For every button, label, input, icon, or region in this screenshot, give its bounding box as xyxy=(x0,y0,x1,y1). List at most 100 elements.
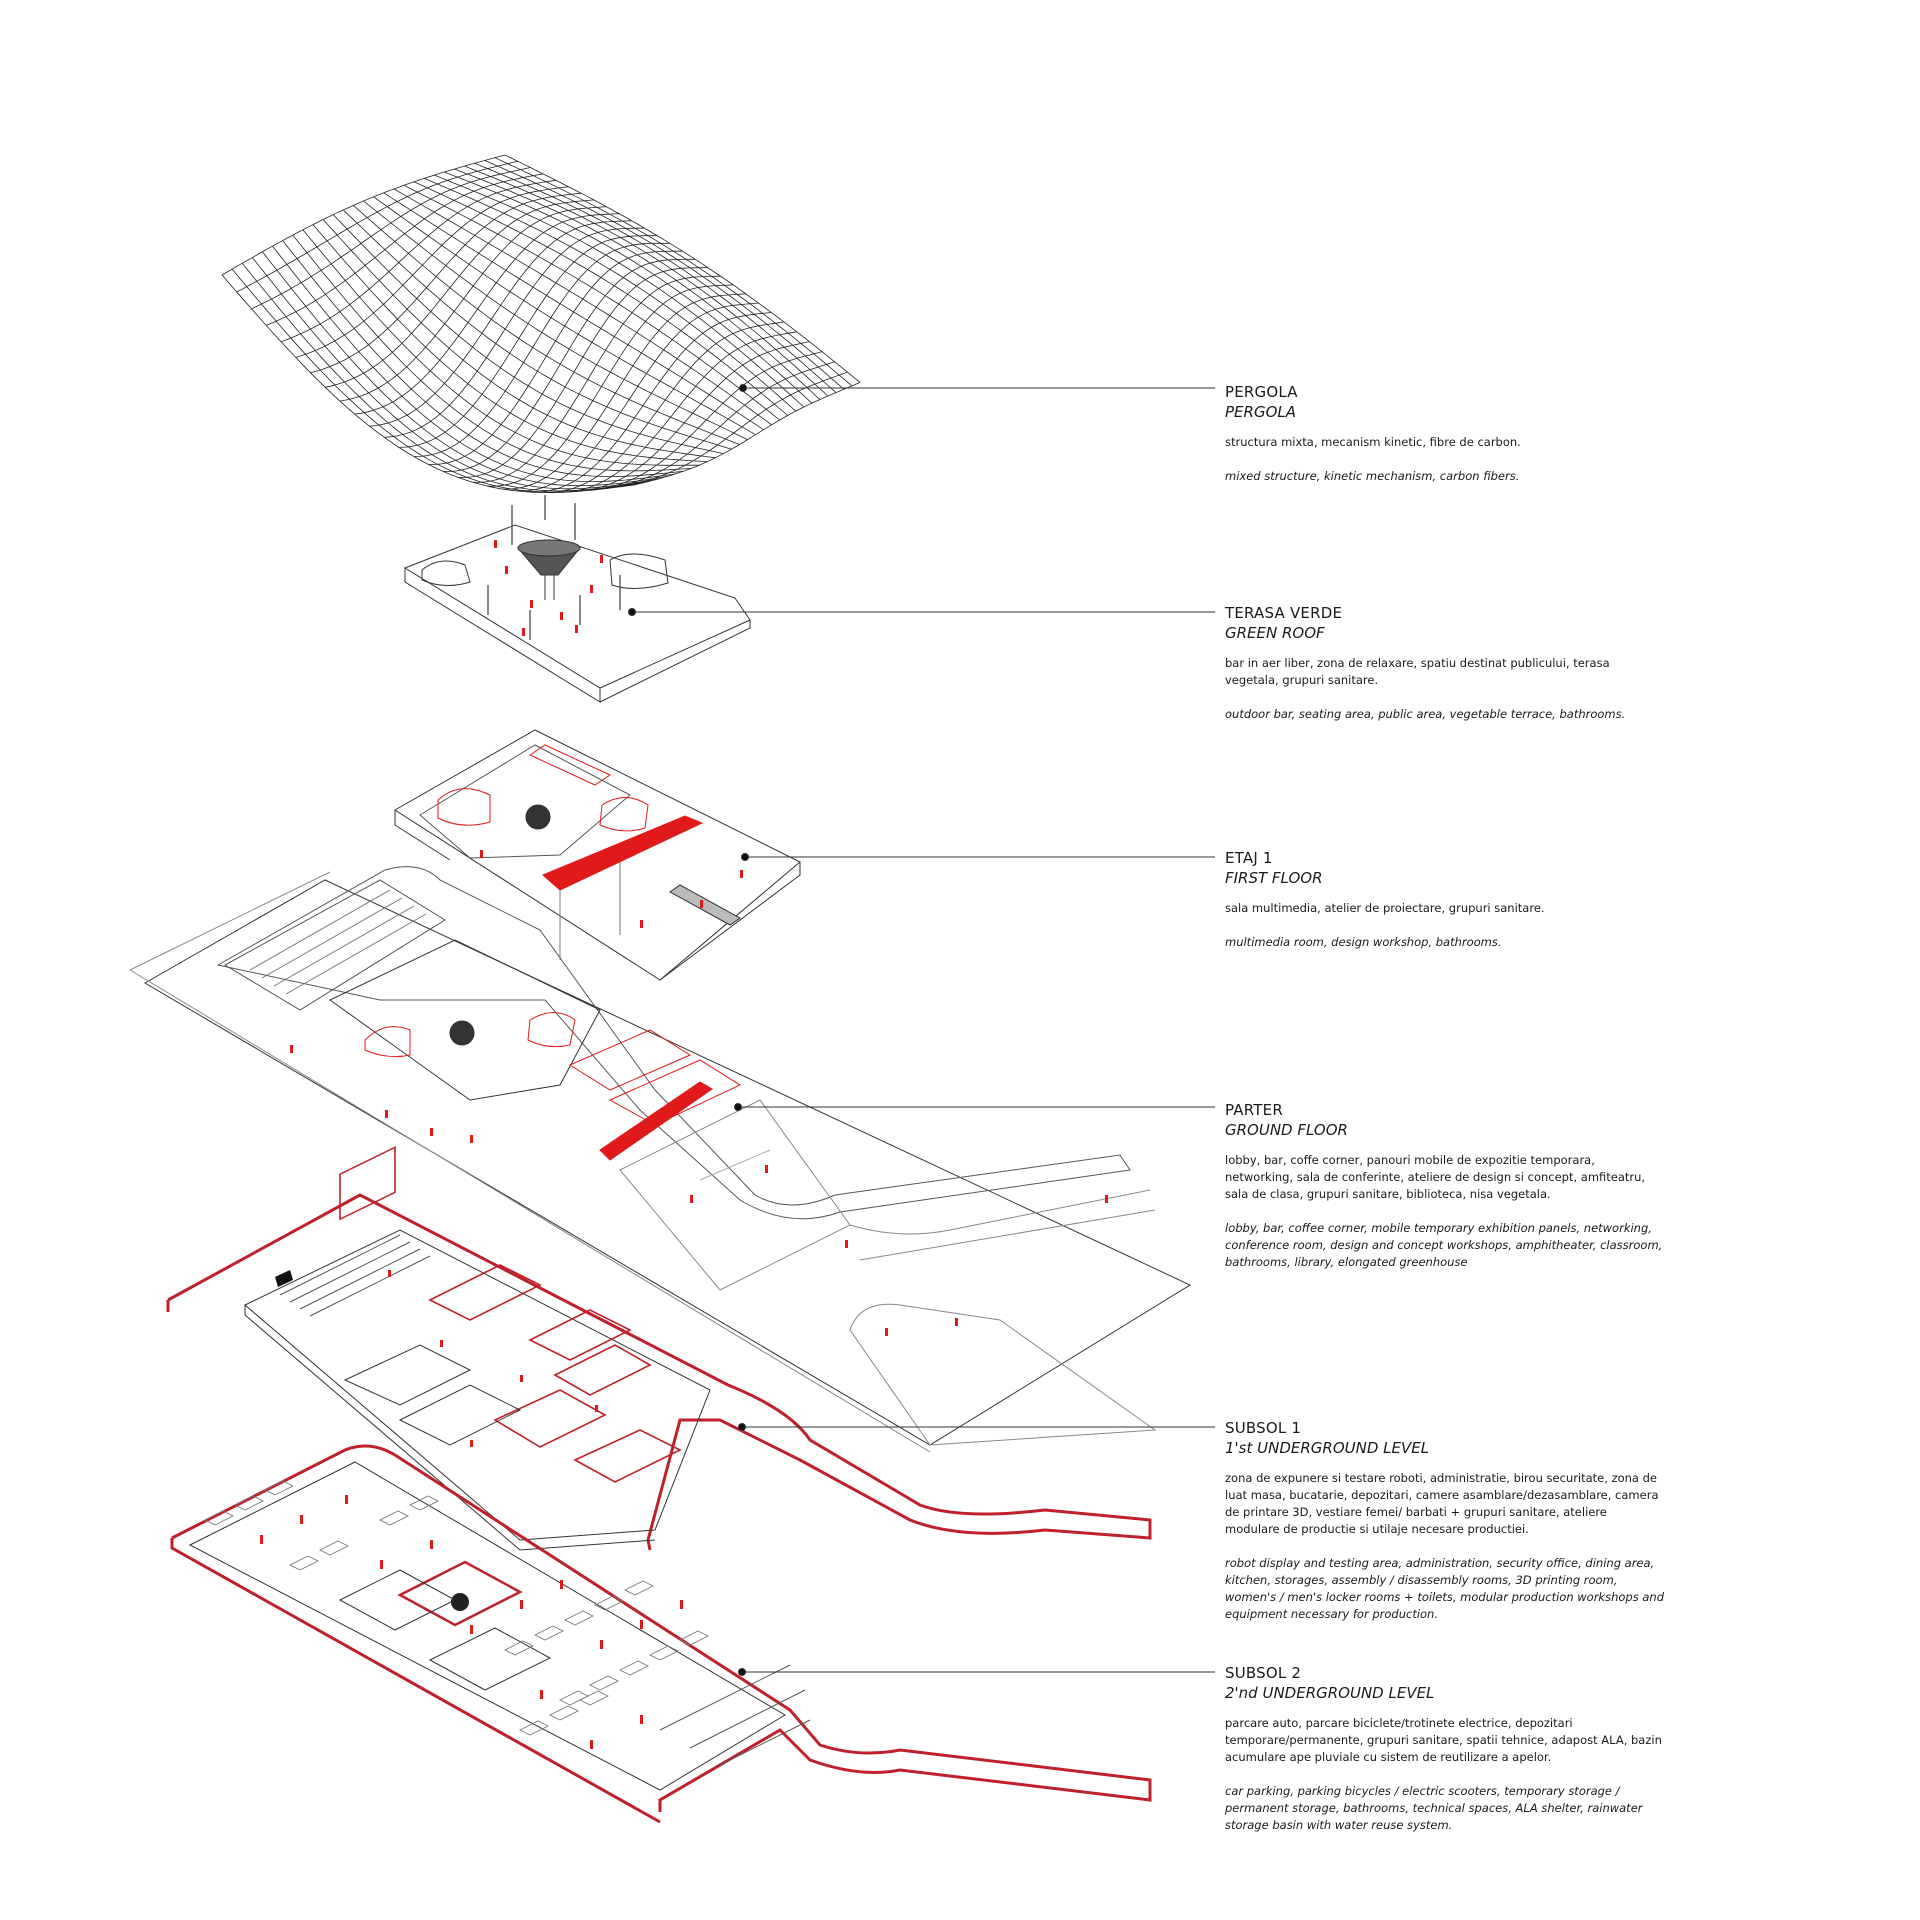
level-desc-en: car parking, parking bicycles / electric… xyxy=(1225,1784,1643,1832)
column-pillar xyxy=(260,1535,263,1544)
pergola-grid-line xyxy=(590,351,823,491)
level-desc-ro: structura mixta, mecanism kinetic, fibre… xyxy=(1225,435,1521,449)
parked-car xyxy=(533,1625,565,1641)
column-pillar xyxy=(345,1495,348,1504)
green-roof-level xyxy=(403,495,751,703)
level-title-en: PERGOLA xyxy=(1225,403,1296,421)
pergola-grid-line xyxy=(393,188,772,426)
label-ground-floor: PARTER GROUND FLOOR lobby, bar, coffe co… xyxy=(1225,1100,1665,1271)
pergola-grid-line xyxy=(502,293,746,490)
column-pillar xyxy=(300,1515,303,1524)
pergola-grid-line xyxy=(403,184,780,421)
leader-line-green-roof xyxy=(628,608,1215,616)
column-pillar xyxy=(600,1640,603,1649)
pergola-grid-line xyxy=(464,165,829,397)
level-desc-ro: lobby, bar, coffe corner, panouri mobile… xyxy=(1225,1153,1646,1201)
pergola-grid-line xyxy=(280,179,556,343)
parked-car xyxy=(618,1660,650,1676)
label-green-roof: TERASA VERDE GREEN ROOF bar in aer liber… xyxy=(1225,603,1665,723)
level-desc-en: multimedia room, design workshop, bathro… xyxy=(1225,935,1502,949)
parked-car xyxy=(623,1580,655,1596)
pergola-grid-line xyxy=(494,157,853,387)
level-title-en: FIRST FLOOR xyxy=(1225,869,1323,887)
parked-car xyxy=(578,1690,610,1706)
pergola-grid-line xyxy=(272,245,676,483)
level-title: ETAJ 1 xyxy=(1225,849,1273,867)
parked-car xyxy=(548,1705,580,1721)
pergola-grid-line xyxy=(504,154,861,383)
level-desc-en: mixed structure, kinetic mechanism, carb… xyxy=(1225,469,1520,483)
pergola-grid-line xyxy=(472,275,721,483)
level-desc-ro: parcare auto, parcare biciclete/trotinet… xyxy=(1225,1716,1662,1764)
column-pillar xyxy=(540,1690,543,1699)
pergola-grid-line xyxy=(443,258,696,472)
leader-line-pergola xyxy=(739,384,1215,392)
column-pillar xyxy=(430,1540,433,1549)
pergola-grid-line xyxy=(454,168,821,400)
leader-line-underground-1 xyxy=(738,1423,1215,1431)
parked-car xyxy=(233,1495,265,1511)
pergola-grid-line xyxy=(620,371,848,488)
level-desc-ro: bar in aer liber, zona de relaxare, spat… xyxy=(1225,656,1610,687)
column-pillar xyxy=(380,1560,383,1569)
level-title: PERGOLA xyxy=(1225,383,1298,401)
level-title-en: 1'st UNDERGROUND LEVEL xyxy=(1225,1439,1430,1457)
label-underground-1: SUBSOL 1 1'st UNDERGROUND LEVEL zona de … xyxy=(1225,1418,1665,1623)
level-desc-en: outdoor bar, seating area, public area, … xyxy=(1225,707,1626,721)
level-desc-en: robot display and testing area, administ… xyxy=(1225,1556,1664,1621)
parked-car xyxy=(378,1510,410,1526)
parked-car xyxy=(563,1610,595,1626)
level-desc-en: lobby, bar, coffee corner, mobile tempor… xyxy=(1225,1221,1663,1269)
parked-car xyxy=(318,1540,350,1556)
ground-floor-level xyxy=(129,866,1192,1453)
pergola-grid-line xyxy=(428,250,683,465)
pergola-grid-line xyxy=(605,361,835,489)
parked-car xyxy=(678,1630,710,1646)
pergola-grid-line xyxy=(457,267,708,478)
pergola-grid-shell xyxy=(221,154,861,494)
level-title: SUBSOL 1 xyxy=(1225,1419,1302,1437)
pergola-grid-line xyxy=(531,312,772,493)
pergola-grid-line xyxy=(634,382,861,486)
pergola-grid-line xyxy=(339,206,607,402)
leader-line-ground-floor xyxy=(734,1103,1215,1111)
leader-lines xyxy=(628,384,1215,1676)
pergola-grid-line xyxy=(546,321,784,493)
level-title-en: GREEN ROOF xyxy=(1225,624,1325,642)
parked-car xyxy=(593,1595,625,1611)
pergola-grid-line xyxy=(373,196,756,436)
level-title: SUBSOL 2 xyxy=(1225,1664,1302,1682)
first-floor-level xyxy=(394,729,801,981)
pergola-grid-line xyxy=(517,302,759,492)
pergola-grid-line xyxy=(383,192,764,431)
column-pillar xyxy=(590,1740,593,1749)
level-title-en: GROUND FLOOR xyxy=(1225,1121,1348,1139)
parked-car xyxy=(203,1510,235,1526)
column-pillar xyxy=(520,1600,523,1609)
level-title-en: 2'nd UNDERGROUND LEVEL xyxy=(1225,1684,1435,1702)
pergola-grid-line xyxy=(282,240,684,477)
pergola-grid-line xyxy=(423,177,796,412)
leader-line-underground-2 xyxy=(738,1668,1215,1676)
parked-car xyxy=(408,1495,440,1511)
column-pillar xyxy=(560,1580,563,1589)
column-pillar xyxy=(470,1625,473,1634)
first-underground-level xyxy=(166,1146,1152,1551)
pergola-grid-line xyxy=(561,331,797,493)
level-title: TERASA VERDE xyxy=(1225,604,1343,622)
parked-car xyxy=(588,1675,620,1691)
pergola-grid-line xyxy=(241,263,652,492)
pergola-grid-line xyxy=(295,186,569,358)
pergola-grid-line xyxy=(221,154,506,276)
pergola-grid-line xyxy=(474,162,837,393)
leader-line-first-floor xyxy=(741,853,1215,861)
column-pillar xyxy=(640,1620,643,1629)
pergola-grid-line xyxy=(444,171,813,404)
label-first-floor: ETAJ 1 FIRST FLOOR sala multimedia, atel… xyxy=(1225,848,1665,951)
label-pergola: PERGOLA PERGOLA structura mixta, mecanis… xyxy=(1225,382,1665,485)
pergola-grid-line xyxy=(221,274,636,494)
pergola-grid-line xyxy=(484,160,845,390)
parked-car xyxy=(503,1640,535,1656)
level-title: PARTER xyxy=(1225,1101,1283,1119)
